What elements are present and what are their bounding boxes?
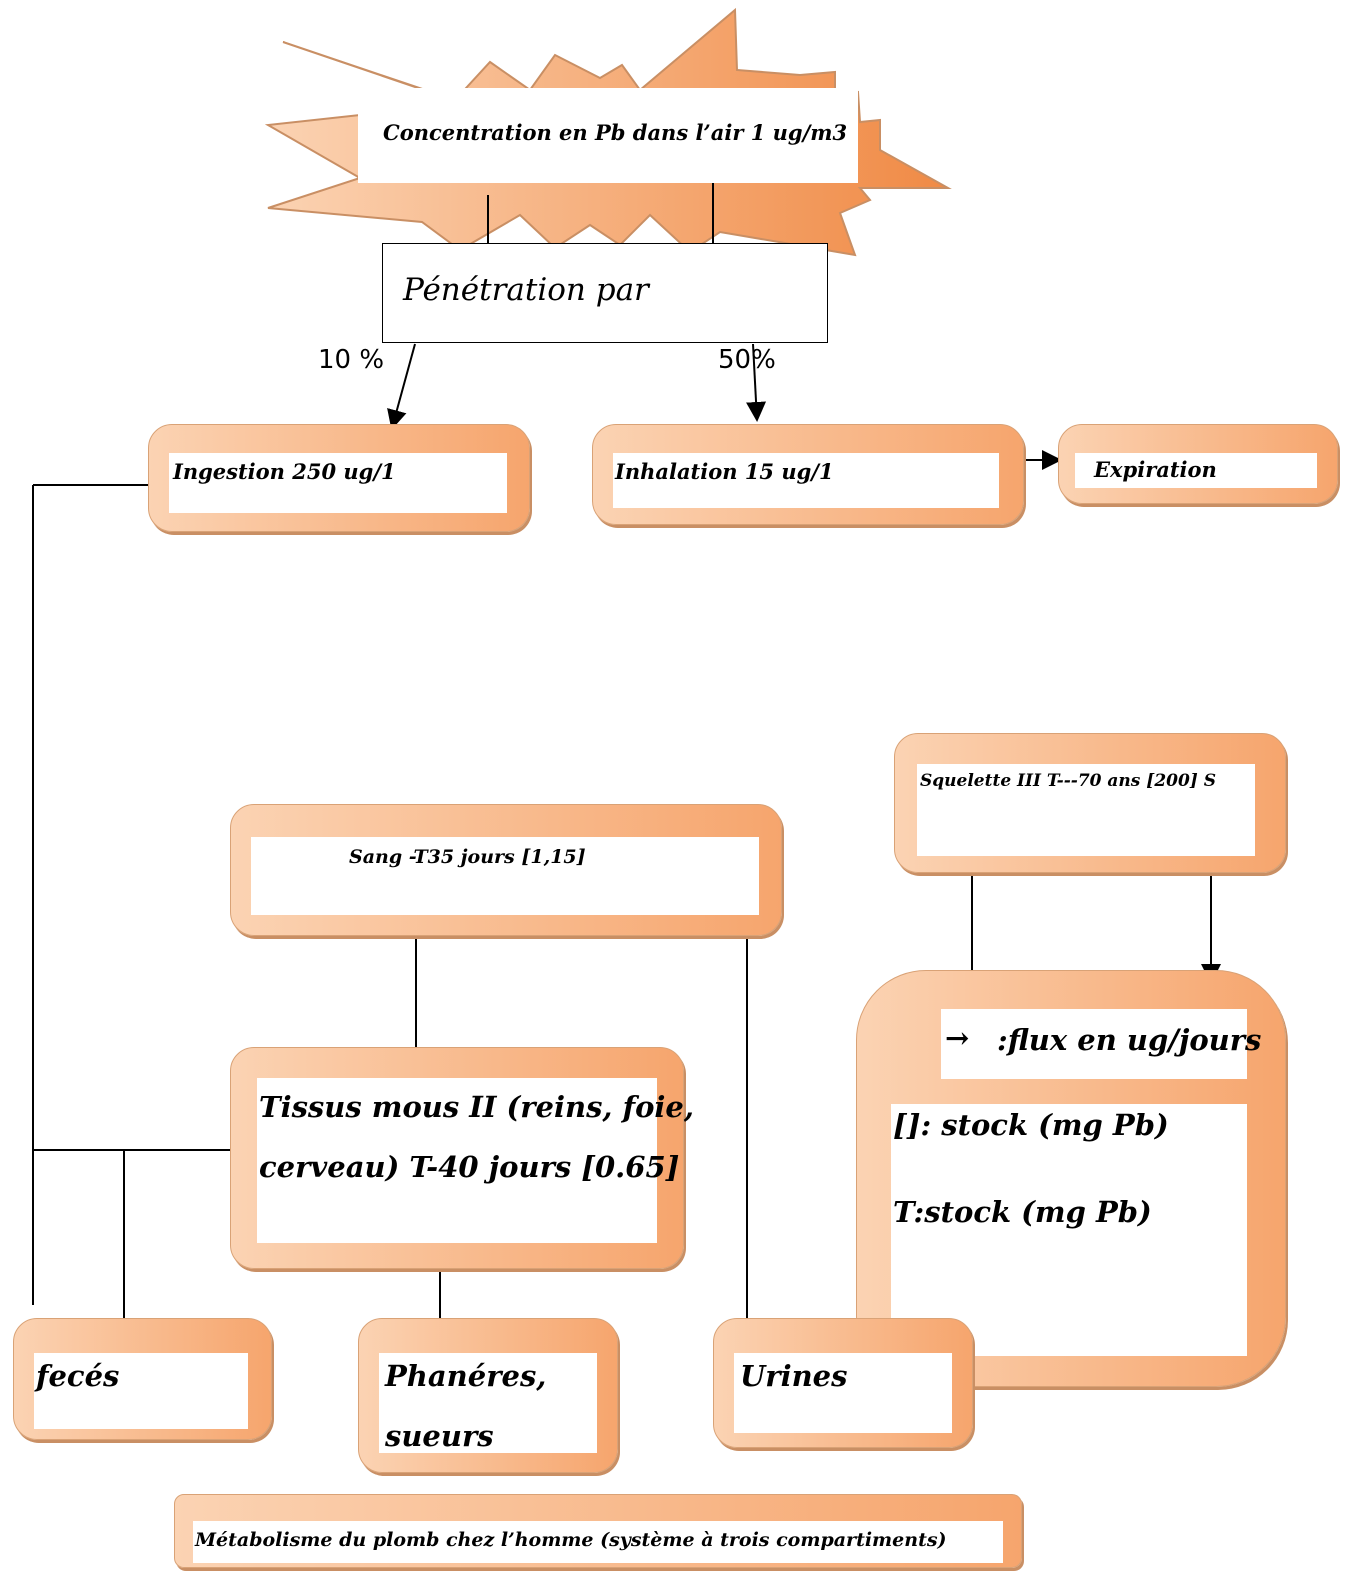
tissus-label-line1: Tissus mous II (reins, foie, — [259, 1090, 694, 1124]
phaneres-label-line1: Phanéres, — [385, 1359, 547, 1393]
arrow-penetration-to-ingestion — [387, 343, 416, 430]
urines-box: Urines — [713, 1318, 973, 1448]
expiration-label: Expiration — [1094, 457, 1217, 482]
concentration-label: Concentration en Pb dans l’air 1 ug/m3 — [383, 120, 848, 145]
legend-stock-label-1: []: stock (mg Pb) — [893, 1108, 1169, 1142]
ingestion-box: Ingestion 250 ug/1 — [148, 424, 530, 532]
sang-label: Sang -T35 jours [1,15] — [349, 846, 586, 868]
ingestion-label: Ingestion 250 ug/1 — [173, 459, 396, 484]
caption-label: Métabolisme du plomb chez l’homme (systè… — [195, 1529, 947, 1551]
percent-inhalation: 50% — [718, 345, 776, 375]
phaneres-box: Phanéres, sueurs — [358, 1318, 618, 1473]
concentration-box: Concentration en Pb dans l’air 1 ug/m3 — [358, 88, 858, 183]
caption-box: Métabolisme du plomb chez l’homme (systè… — [174, 1494, 1022, 1568]
percent-ingestion: 10 % — [318, 345, 385, 375]
inhalation-box: Inhalation 15 ug/1 — [592, 424, 1024, 525]
penetration-box: Pénétration par — [382, 243, 828, 343]
expiration-box: Expiration — [1058, 424, 1338, 504]
legend-box: → :flux en ug/jours []: stock (mg Pb) T:… — [856, 970, 1286, 1387]
inhalation-label: Inhalation 15 ug/1 — [615, 459, 834, 484]
tissus-box: Tissus mous II (reins, foie, cerveau) T-… — [230, 1047, 694, 1269]
phaneres-label-line2: sueurs — [385, 1419, 494, 1453]
penetration-label: Pénétration par — [403, 272, 649, 308]
legend-flux-label: :flux en ug/jours — [997, 1023, 1262, 1057]
flux-arrow-icon: → — [945, 1021, 970, 1055]
feces-label: fecés — [36, 1359, 120, 1393]
connector-lines — [32, 183, 1221, 1318]
tissus-label-line2: cerveau) T-40 jours [0.65] — [259, 1150, 680, 1184]
squelette-label: Squelette III T---70 ans [200] S — [920, 771, 1217, 791]
arrow-penetration-to-inhalation — [746, 343, 767, 422]
feces-box: fecés — [13, 1318, 272, 1440]
squelette-box: Squelette III T---70 ans [200] S — [894, 733, 1286, 873]
legend-stock-label-2: T:stock (mg Pb) — [893, 1195, 1152, 1229]
urines-label: Urines — [740, 1359, 848, 1393]
sang-box: Sang -T35 jours [1,15] — [230, 804, 782, 936]
